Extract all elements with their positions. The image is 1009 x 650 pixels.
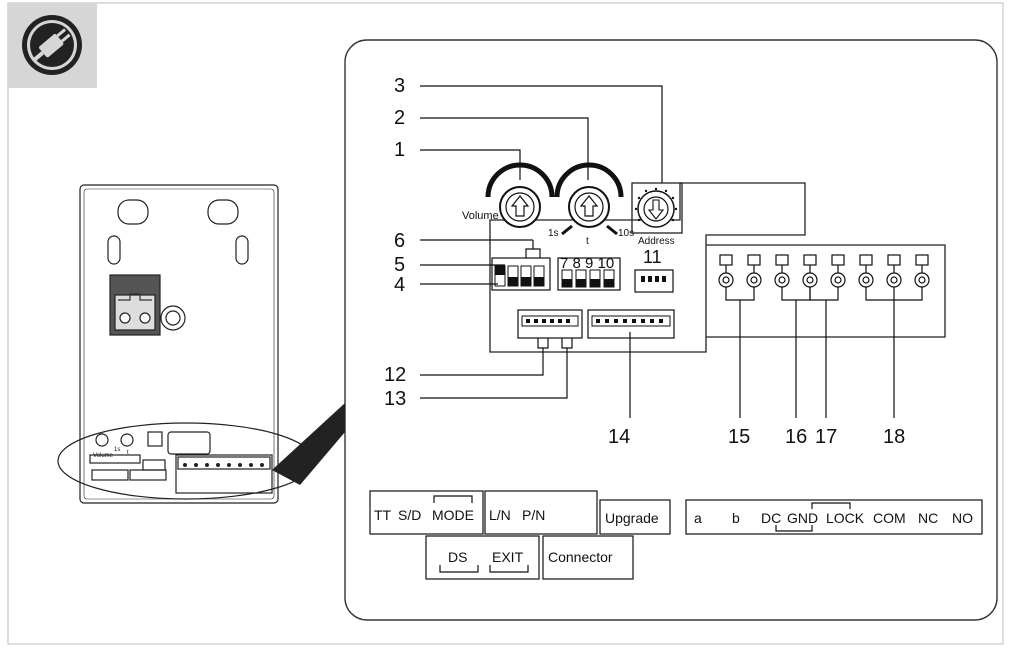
terminal-group-brackets	[725, 287, 923, 418]
volume-knob[interactable]	[485, 162, 555, 228]
detail-panel	[344, 39, 998, 621]
dip-switch-block-1[interactable]	[491, 257, 551, 291]
callout-2: 2	[394, 107, 405, 129]
time-symbol-label: t	[586, 236, 589, 247]
label-box-row-1	[369, 490, 671, 535]
mini-volume-label: Volume	[93, 453, 114, 459]
label-b: b	[732, 510, 740, 526]
outer-frame	[7, 2, 1004, 645]
label-a: a	[694, 510, 702, 526]
label-sd: S/D	[398, 507, 421, 523]
volume-label: Volume	[462, 210, 499, 222]
zoom-ellipse	[57, 422, 315, 500]
label-no: NO	[952, 510, 973, 526]
label-gnd: GND	[787, 510, 818, 526]
callout-15: 15	[728, 426, 750, 448]
address-rotary-switch[interactable]	[634, 187, 678, 228]
label-mode: MODE	[432, 507, 474, 523]
mini-1s-label: 1s	[114, 447, 120, 453]
label-tt: TT	[374, 507, 392, 523]
callout-leaders	[420, 85, 663, 418]
address-label: Address	[638, 236, 675, 247]
switch-numbers-7-10: 7 8 9 10	[560, 255, 614, 272]
label-com: COM	[873, 510, 906, 526]
label-nc: NC	[918, 510, 938, 526]
device-back-view	[79, 184, 279, 504]
callout-4: 4	[394, 274, 405, 296]
callout-12: 12	[384, 364, 406, 386]
upgrade-connector	[634, 269, 674, 293]
dip-switch-block-2[interactable]	[557, 257, 621, 291]
time-knob[interactable]	[554, 162, 624, 236]
callout-14: 14	[608, 426, 630, 448]
label-exit: EXIT	[492, 549, 524, 565]
callout-3: 3	[394, 75, 405, 97]
label-dc: DC	[761, 510, 781, 526]
callout-18: 18	[883, 426, 905, 448]
label-box-row-2	[425, 535, 634, 580]
terminal-label-box	[685, 499, 983, 535]
callout-6: 6	[394, 230, 405, 252]
label-pn: P/N	[522, 507, 545, 523]
ds-exit-connector	[517, 309, 583, 349]
zoom-pointer	[272, 403, 345, 485]
callout-17: 17	[815, 426, 837, 448]
time-min-label: 1s	[548, 228, 559, 239]
callout-5: 5	[394, 254, 405, 276]
mini-t-label: t	[127, 450, 129, 456]
label-ds: DS	[448, 549, 467, 565]
callout-11: 11	[643, 247, 662, 267]
label-ln: L/N	[489, 507, 511, 523]
callout-1: 1	[394, 139, 405, 161]
terminal-screws	[718, 254, 930, 288]
callout-13: 13	[384, 388, 406, 410]
label-lock: LOCK	[826, 510, 865, 526]
label-upgrade: Upgrade	[605, 510, 659, 526]
label-connector: Connector	[548, 549, 613, 565]
power-plug-icon	[8, 3, 97, 88]
time-max-label: 10s	[618, 228, 634, 239]
callout-16: 16	[785, 426, 807, 448]
device-terminal-dots	[183, 463, 264, 467]
bus-connector	[587, 309, 675, 339]
